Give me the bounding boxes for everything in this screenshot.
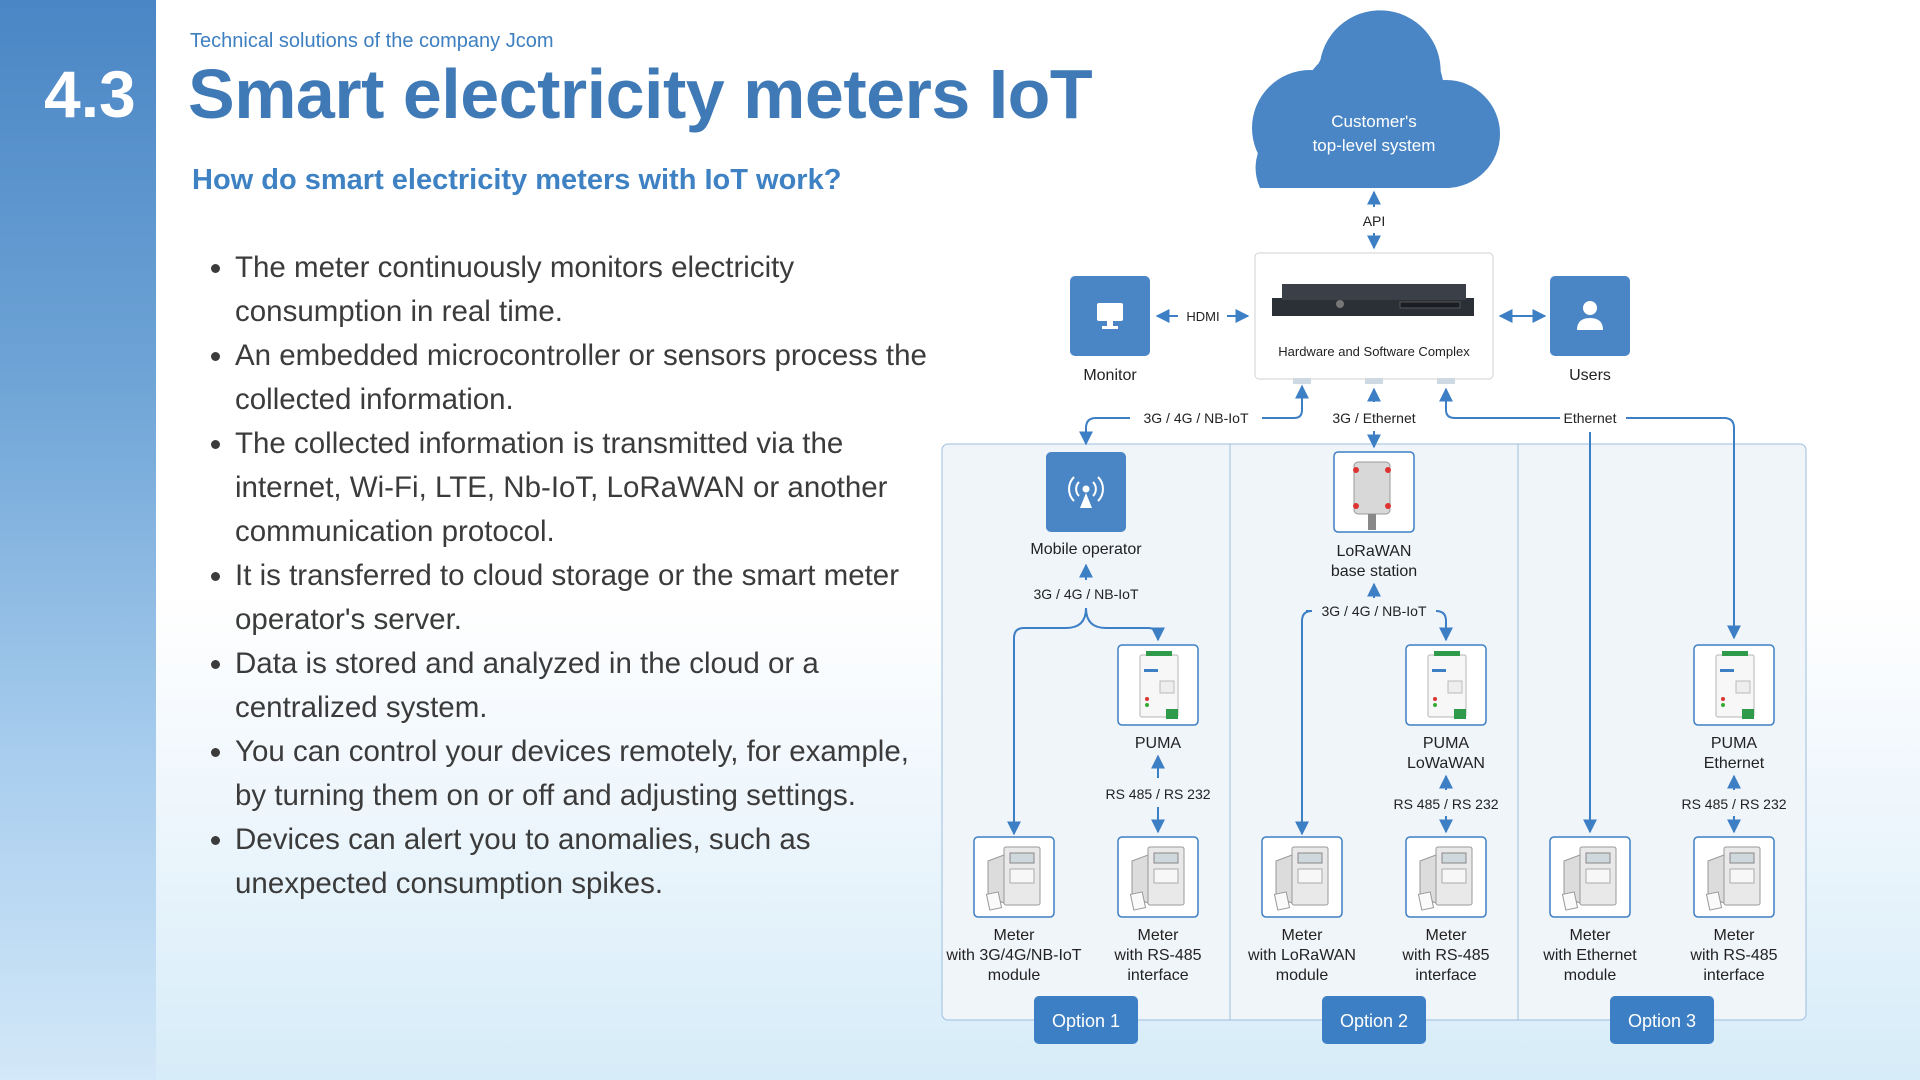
monitor-icon <box>1097 303 1123 329</box>
hub-label: Hardware and Software Complex <box>1278 344 1470 359</box>
cloud-label: Customer's <box>1331 112 1416 131</box>
meter-label: module <box>1564 967 1617 984</box>
mobile-operator-label: Mobile operator <box>1030 541 1142 558</box>
meter-label: with RS-485 <box>1689 947 1777 964</box>
lorawan-station-label: base station <box>1331 563 1417 580</box>
bullet-item: You can control your devices remotely, f… <box>235 730 935 818</box>
antenna-icon <box>1068 476 1104 508</box>
bullet-item: Data is stored and analyzed in the cloud… <box>235 642 935 730</box>
meter-image <box>1261 836 1343 918</box>
meter-label: with 3G/4G/NB-IoT <box>945 947 1081 964</box>
meter-label: Meter <box>994 927 1036 944</box>
meter-label: with Ethernet <box>1542 947 1637 964</box>
meter-label: interface <box>1703 967 1764 984</box>
rs-label: RS 485 / RS 232 <box>1105 786 1210 802</box>
lorawan-station-label: LoRaWAN <box>1337 543 1412 560</box>
meter-label: Meter <box>1714 927 1756 944</box>
meter-image <box>1405 836 1487 918</box>
puma-device-image <box>1693 644 1775 726</box>
puma-label: PUMA <box>1711 735 1758 752</box>
page-subtitle: How do smart electricity meters with IoT… <box>192 164 842 196</box>
page-title: Smart electricity meters IoT <box>188 55 1093 133</box>
company-caption: Technical solutions of the company Jcom <box>190 30 554 52</box>
meter-label: module <box>988 967 1041 984</box>
bullet-item: Devices can alert you to anomalies, such… <box>235 818 935 906</box>
puma-label: Ethernet <box>1704 755 1765 772</box>
monitor-label: Monitor <box>1083 367 1137 384</box>
option1-button-label: Option 1 <box>1052 1011 1120 1031</box>
option1-button[interactable] <box>1034 996 1138 1044</box>
option3-button[interactable] <box>1610 996 1714 1044</box>
bullet-item: The meter continuously monitors electric… <box>235 246 935 334</box>
link-label-option3: Ethernet <box>1564 410 1617 426</box>
meter-label: with LoRaWAN <box>1247 947 1356 964</box>
bullet-list: The meter continuously monitors electric… <box>205 246 935 906</box>
meter-label: Meter <box>1570 927 1612 944</box>
cloud-label: top-level system <box>1313 136 1436 155</box>
link-label-option2: 3G / Ethernet <box>1332 410 1415 426</box>
base-station-icon <box>1353 461 1391 530</box>
puma-label: PUMA <box>1423 735 1470 752</box>
meter-image <box>1117 836 1199 918</box>
users-label: Users <box>1569 367 1611 384</box>
option2-button[interactable] <box>1322 996 1426 1044</box>
bullet-item: The collected information is transmitted… <box>235 422 935 554</box>
cloud-icon <box>1252 10 1500 189</box>
sidebar-band <box>0 0 156 1080</box>
server-icon <box>1272 284 1474 316</box>
puma-label: LoWaWAN <box>1407 755 1485 772</box>
rs-label: RS 485 / RS 232 <box>1681 796 1786 812</box>
meter-label: module <box>1276 967 1329 984</box>
meter-label: with RS-485 <box>1113 947 1201 964</box>
meter-label: Meter <box>1138 927 1180 944</box>
meter-image <box>1693 836 1775 918</box>
option1-uplink-label: 3G / 4G / NB-IoT <box>1033 586 1138 602</box>
meter-label: Meter <box>1426 927 1468 944</box>
hdmi-label: HDMI <box>1186 309 1219 324</box>
puma-label: PUMA <box>1135 735 1182 752</box>
meter-label: interface <box>1415 967 1476 984</box>
section-number: 4.3 <box>44 57 136 131</box>
meter-label: interface <box>1127 967 1188 984</box>
meter-label: Meter <box>1282 927 1324 944</box>
rs-label: RS 485 / RS 232 <box>1393 796 1498 812</box>
option3-button-label: Option 3 <box>1628 1011 1696 1031</box>
users-tile <box>1550 276 1630 356</box>
api-label: API <box>1363 213 1386 229</box>
option2-button-label: Option 2 <box>1340 1011 1408 1031</box>
meter-image <box>973 836 1055 918</box>
puma-device-image <box>1405 644 1487 726</box>
bullet-item: An embedded microcontroller or sensors p… <box>235 334 935 422</box>
bullet-item: It is transferred to cloud storage or th… <box>235 554 935 642</box>
link-label-option1: 3G / 4G / NB-IoT <box>1143 410 1248 426</box>
option2-uplink-label: 3G / 4G / NB-IoT <box>1321 603 1426 619</box>
meter-image <box>1549 836 1631 918</box>
puma-device-image <box>1117 644 1199 726</box>
user-icon <box>1577 301 1603 330</box>
meter-label: with RS-485 <box>1401 947 1489 964</box>
